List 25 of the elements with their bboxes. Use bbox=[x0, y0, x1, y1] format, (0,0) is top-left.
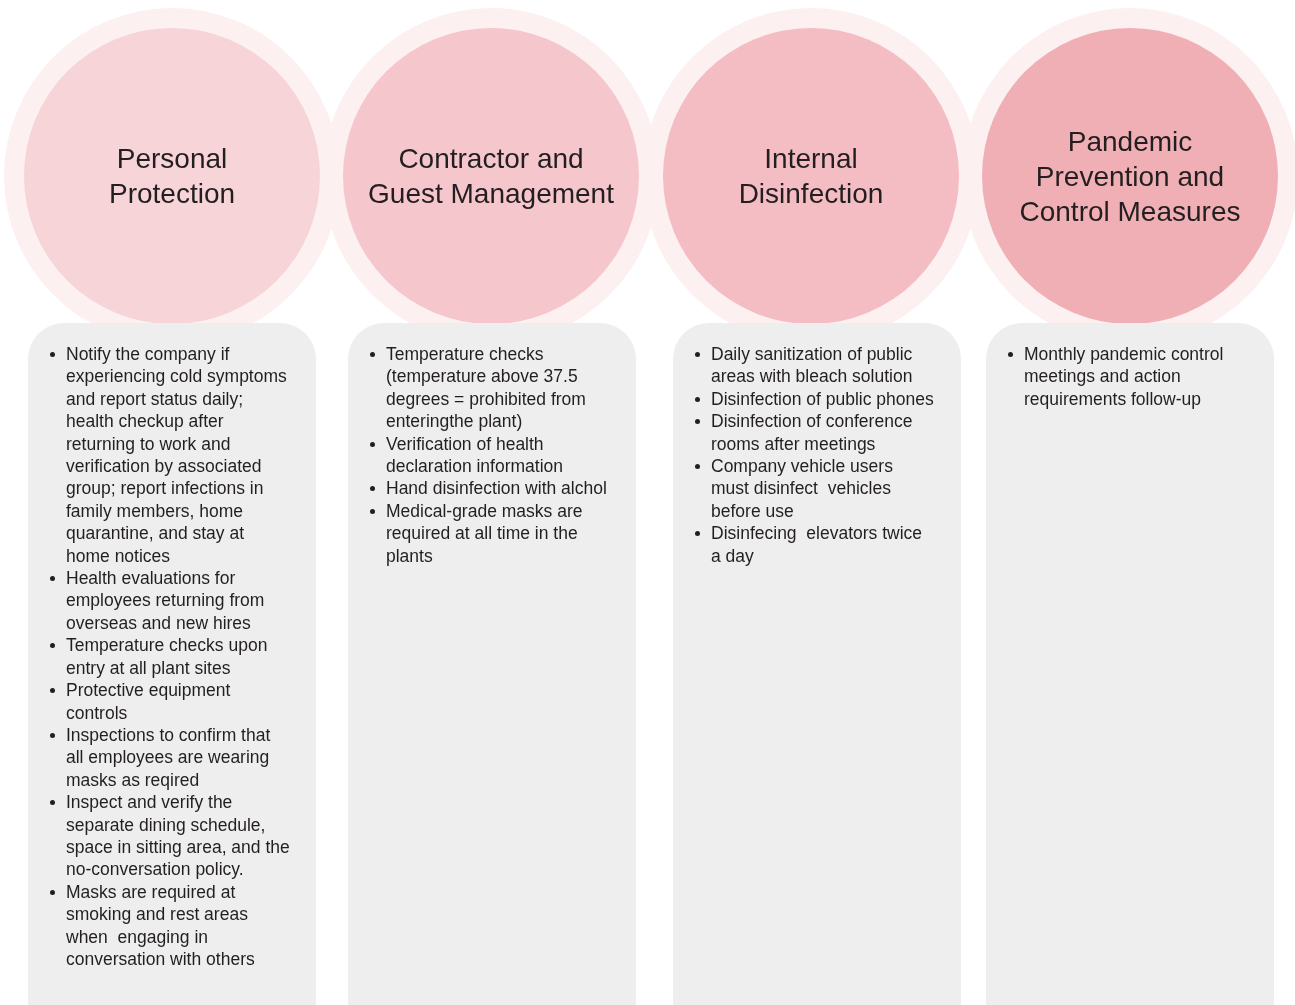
bullet-item: Temperature checks (temperature above 37.5 degrees = prohibited from enteringthe plant) bbox=[386, 344, 587, 432]
bullet-item: Disinfection of public phones bbox=[711, 388, 934, 409]
circle-heading: Personal Protection bbox=[107, 142, 237, 211]
bullet-item: Hand disinfection with alchol bbox=[386, 478, 607, 499]
bullet-card bbox=[986, 323, 1274, 1005]
bullet-item: Monthly pandemic control meetings and action requirements follow-up bbox=[1024, 344, 1225, 409]
bullet-item: Company vehicle users must disinfect vehicles before use bbox=[711, 456, 894, 521]
bullet-item: Verification of health declaration information bbox=[386, 433, 564, 477]
bullet-item: Disinfection of conference rooms after meetings bbox=[711, 411, 914, 454]
bullet-item: Disinfecing elevators twice a day bbox=[711, 523, 924, 566]
bullet-item: Inspections to confirm that all employees are wearing masks as reqired bbox=[66, 724, 272, 790]
bullet-card bbox=[348, 323, 636, 1005]
bullet-card bbox=[673, 323, 961, 1005]
bullet-item: Temperature checks upon entry at all plant sites bbox=[66, 635, 269, 678]
bullet-card bbox=[28, 323, 316, 1005]
bullet-item: Medical-grade masks are required at all time in the plants bbox=[386, 500, 584, 566]
circle-heading: Pandemic Prevention and Control Measures bbox=[1018, 124, 1242, 229]
bullet-item: Health evaluations for employees returning from overseas and new hires bbox=[66, 568, 266, 633]
circle-heading: Contractor and Guest Management bbox=[367, 142, 615, 211]
bullet-item: Notify the company if experiencing cold symptoms and report status daily; health checkup after returning to work and verification by associated group; report infections in family members, home quarantine, and stay at home notices bbox=[66, 344, 288, 566]
bullet-item: Protective equipment controls bbox=[66, 680, 232, 723]
bullet-item: Masks are required at smoking and rest areas when engaging in conversation with others bbox=[66, 881, 255, 969]
bullet-item: Inspect and verify the separate dining schedule, space in sitting area, and the no-conversation policy. bbox=[66, 792, 291, 880]
bullet-item: Daily sanitization of public areas with bleach solution bbox=[711, 344, 914, 387]
circle-heading: Internal Disinfection bbox=[737, 142, 885, 211]
